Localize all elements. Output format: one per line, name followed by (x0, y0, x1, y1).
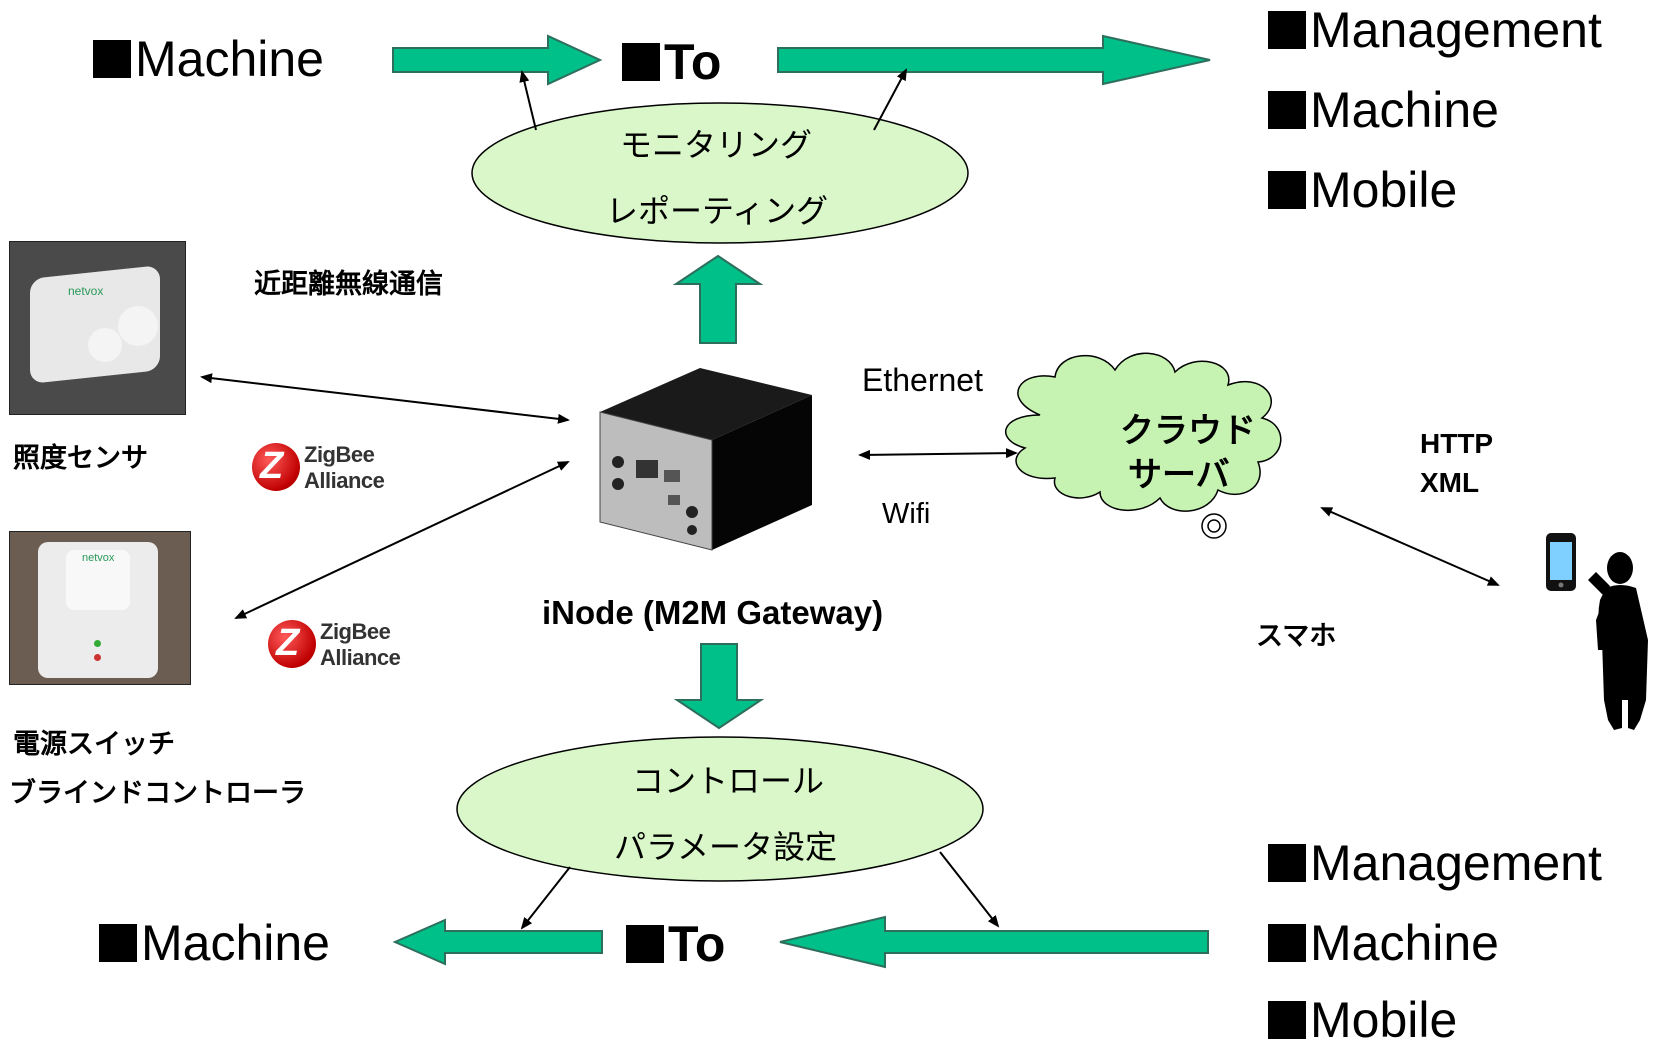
sensor-link-arrow (200, 373, 570, 424)
arrow-up-to-monitoring (672, 254, 764, 344)
bottom-right-machine: Machine (1268, 918, 1499, 968)
top-right-machine: Machine (1268, 85, 1499, 135)
zigbee-text: ZigBee (320, 619, 391, 644)
control-from-management-arrow (939, 851, 1000, 928)
gateway-cloud-arrow (858, 448, 1018, 460)
person-silhouette (1588, 552, 1648, 730)
square-bullet-icon (1268, 924, 1306, 962)
zigbee-text: ZigBee (304, 442, 375, 467)
wifi-label: Wifi (882, 498, 931, 530)
short-range-wireless-heading: 近距離無線通信 (254, 269, 443, 300)
device-brand-text: netvox (82, 552, 115, 564)
top-to-label: To (622, 37, 721, 87)
reporting-text: レポーティング (606, 192, 829, 230)
top-right-management: Management (1268, 5, 1602, 55)
monitor-to-to-arrow-left (519, 70, 537, 131)
zigbee-logo-2: Z ZigBee Alliance (268, 615, 401, 675)
cloud-shape (1005, 352, 1282, 512)
bottom-to-label: To (626, 919, 725, 969)
control-text: コントロール (632, 762, 825, 800)
bottom-right-mobile: Mobile (1268, 995, 1457, 1045)
gateway-label: iNode (M2M Gateway) (542, 594, 884, 631)
illuminance-sensor-label: 照度センサ (13, 443, 148, 474)
square-bullet-icon (99, 924, 137, 962)
square-bullet-icon (1268, 11, 1306, 49)
smartphone-label: スマホ (1256, 621, 1337, 652)
square-bullet-icon (626, 925, 664, 963)
alliance-text: Alliance (320, 645, 401, 670)
blind-controller-label: ブラインドコントローラ (9, 778, 306, 809)
parameter-setting-text: パラメータ設定 (614, 828, 838, 866)
cloud-label-line1: クラウド (1120, 411, 1256, 451)
switch-link-arrow (234, 461, 570, 619)
gateway-device (599, 368, 812, 551)
square-bullet-icon (1268, 1001, 1306, 1039)
alliance-text: Alliance (304, 468, 385, 493)
ethernet-label: Ethernet (862, 362, 983, 398)
device-brand-text: netvox (68, 284, 104, 298)
power-switch-label: 電源スイッチ (13, 729, 175, 760)
illuminance-sensor-photo: netvox (9, 241, 186, 415)
bottom-machine-label: Machine (99, 918, 330, 968)
zigbee-logo-1: Z ZigBee Alliance (252, 438, 385, 498)
square-bullet-icon (1268, 91, 1306, 129)
top-right-mobile: Mobile (1268, 165, 1457, 215)
control-ellipse (456, 736, 984, 882)
arrow-to-to-management-top (777, 34, 1211, 86)
http-label: HTTP (1420, 428, 1494, 459)
monitor-to-to-arrow-right (873, 68, 907, 131)
arrow-management-to-to-bottom (779, 915, 1209, 969)
square-bullet-icon (1268, 171, 1306, 209)
arrow-machine-to-to-top (392, 34, 603, 86)
monitoring-text: モニタリング (620, 126, 813, 164)
monitoring-ellipse (471, 102, 969, 244)
control-to-machine-arrow (520, 866, 571, 930)
bottom-right-management: Management (1268, 838, 1602, 888)
zigbee-icon: Z (268, 620, 316, 668)
square-bullet-icon (1268, 844, 1306, 882)
xml-label: XML (1420, 467, 1480, 498)
top-machine-label: Machine (93, 34, 324, 84)
smartphone-icon (1546, 533, 1576, 591)
cloud-label-line2: サーバ (1128, 455, 1230, 495)
zigbee-icon: Z (252, 443, 300, 491)
cloud-phone-arrow (1320, 507, 1500, 586)
arrow-down-to-control (673, 643, 765, 730)
square-bullet-icon (93, 40, 131, 78)
square-bullet-icon (622, 43, 660, 81)
arrow-to-to-machine-bottom (392, 918, 603, 966)
power-switch-photo: netvox (9, 531, 191, 685)
